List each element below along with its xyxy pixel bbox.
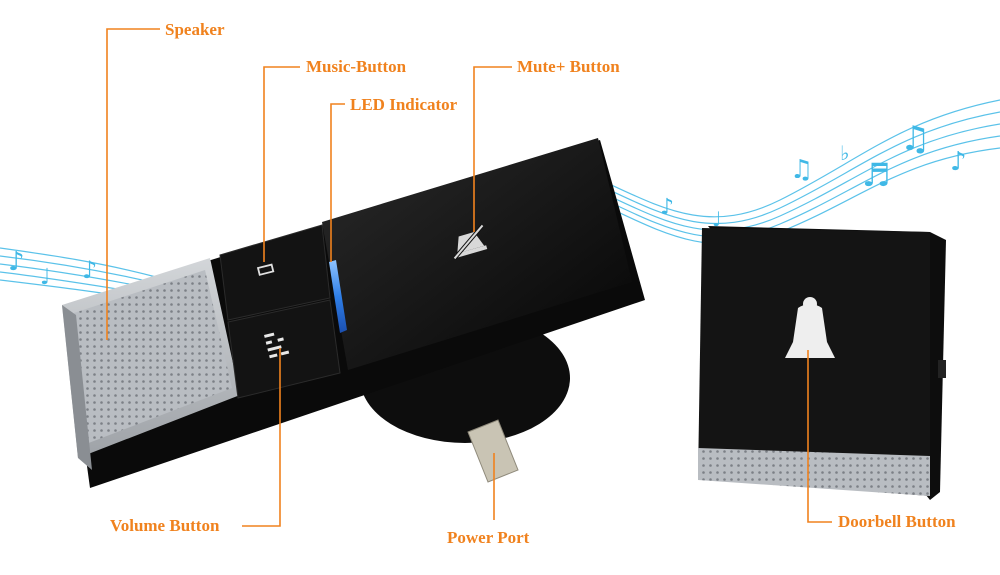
svg-text:♬: ♬ [862, 156, 891, 194]
volume-button-leader [242, 348, 281, 527]
svg-text:♪: ♪ [8, 247, 25, 277]
svg-text:♪: ♪ [660, 195, 674, 220]
doorbell-button[interactable] [770, 290, 850, 370]
mute-button[interactable] [430, 212, 506, 272]
svg-text:♪: ♪ [950, 147, 967, 177]
power-port-label: Power Port [447, 528, 530, 547]
music-loop-icon [256, 263, 275, 276]
volume-button-label: Volume Button [110, 516, 220, 535]
receiver-lid [322, 138, 632, 370]
muted-bell-icon [453, 224, 488, 260]
doorbell-button-leader [807, 350, 832, 523]
led-indicator [329, 260, 347, 333]
doorbell-button-label: Doorbell Button [838, 512, 956, 531]
callout-lines [106, 28, 832, 527]
transmitter-grille [698, 448, 930, 496]
speaker-leader [106, 28, 160, 340]
led-indicator-label: LED Indicator [350, 95, 458, 114]
receiver-unit [62, 138, 645, 488]
music-notes-icon: ♪ ♩ ♫ ♭ ♬ ♫ ♪ [660, 119, 967, 231]
music-button-leader [263, 66, 300, 262]
svg-text:♩: ♩ [40, 265, 50, 290]
svg-text:♩: ♩ [712, 207, 721, 231]
sound-wave-right [577, 99, 1000, 245]
mute-button-label: Mute+ Button [517, 57, 620, 76]
doorbell-transmitter [698, 226, 946, 500]
svg-text:♭: ♭ [840, 141, 849, 165]
music-notes-icon: ♪ ♩ ♪ [8, 247, 97, 290]
led-indicator-leader [330, 103, 345, 262]
mute-button-leader [473, 66, 512, 232]
svg-text:♫: ♫ [790, 155, 813, 185]
svg-text:♫: ♫ [900, 119, 930, 159]
volume-bars-icon [264, 332, 290, 359]
svg-text:♪: ♪ [82, 256, 97, 284]
music-button-label: Music-Button [306, 57, 407, 76]
bell-icon [785, 297, 835, 358]
transmitter-face [698, 228, 930, 496]
speaker-label: Speaker [165, 20, 225, 39]
music-button[interactable] [219, 224, 331, 321]
speaker-grille [62, 258, 240, 470]
volume-button[interactable] [227, 299, 341, 399]
power-port [467, 419, 519, 483]
